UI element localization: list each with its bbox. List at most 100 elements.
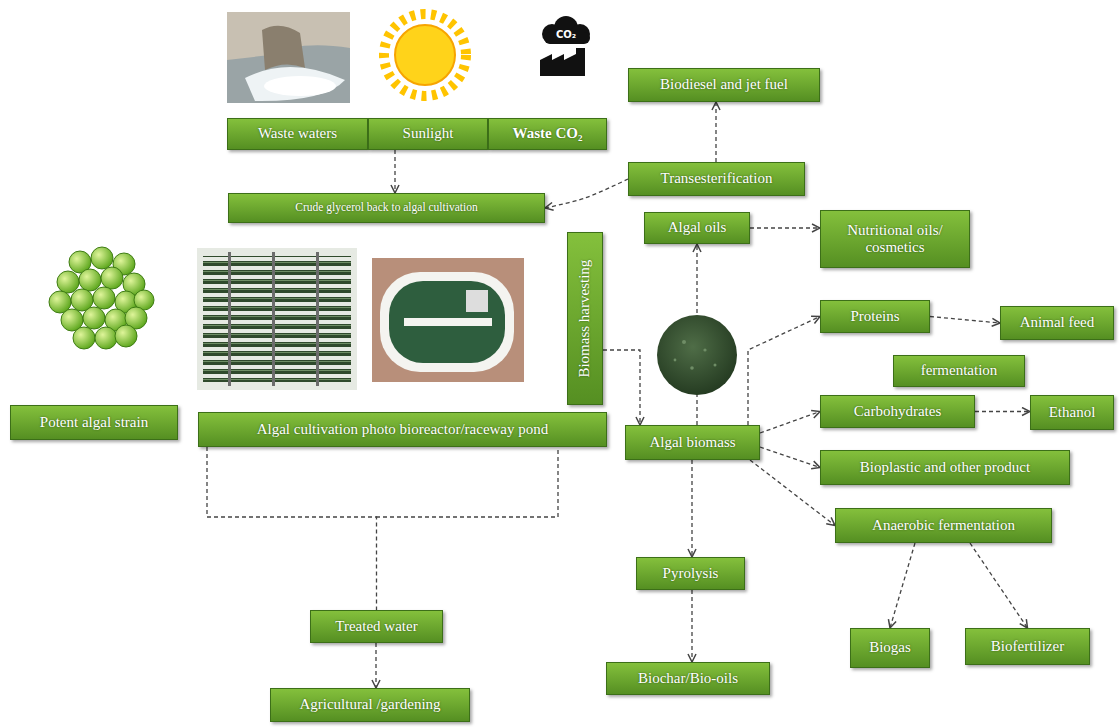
process-box: Biodiesel and jet fuel bbox=[628, 68, 820, 102]
process-box: Algal oils bbox=[644, 212, 750, 244]
algal-cell bbox=[95, 327, 117, 349]
process-box: Nutritional oils/ cosmetics bbox=[820, 210, 970, 268]
box-label: fermentation bbox=[921, 362, 998, 379]
biomass-powder bbox=[657, 315, 737, 395]
process-box: Crude glycerol back to algal cultivation bbox=[228, 193, 545, 223]
algal-cell bbox=[115, 291, 137, 313]
pond-rim bbox=[380, 272, 514, 372]
process-box: Anaerobic fermentation bbox=[835, 508, 1052, 543]
algal-cell bbox=[49, 291, 71, 313]
box-label: Ethanol bbox=[1049, 404, 1096, 421]
algal-cell bbox=[105, 309, 127, 331]
factory-building bbox=[540, 48, 585, 76]
box-label: Algal cultivation photo bioreactor/racew… bbox=[257, 421, 549, 438]
process-box: Algal cultivation photo bioreactor/racew… bbox=[198, 412, 607, 447]
box-label: Biomass harvesting bbox=[576, 260, 593, 378]
box-label: Pyrolysis bbox=[663, 565, 719, 582]
process-box: Pyrolysis bbox=[636, 557, 745, 590]
foam bbox=[264, 76, 336, 96]
box-label: Waste waters bbox=[258, 125, 337, 142]
algal-cell bbox=[71, 289, 93, 311]
reactor-frame bbox=[272, 252, 275, 386]
box-label: Biochar/Bio-oils bbox=[638, 670, 738, 687]
algal-cell bbox=[73, 327, 95, 349]
photo-ground bbox=[197, 248, 357, 390]
powder-grain bbox=[682, 340, 686, 344]
flow-arrow bbox=[696, 244, 697, 425]
process-box: Sunlight bbox=[368, 118, 488, 150]
flow-arrow bbox=[970, 543, 1028, 628]
flow-arrow bbox=[691, 460, 692, 557]
box-label: Algal oils bbox=[668, 219, 727, 236]
process-box: Waste waters bbox=[227, 118, 368, 150]
algal-cell bbox=[113, 253, 135, 275]
algal-cell bbox=[123, 273, 145, 295]
box-label: Algal biomass bbox=[649, 434, 735, 451]
box-label: Anaerobic fermentation bbox=[872, 517, 1015, 534]
process-box: Biochar/Bio-oils bbox=[606, 662, 770, 695]
factory-icon bbox=[540, 16, 590, 76]
box-label: Sunlight bbox=[403, 125, 454, 142]
algal-cell bbox=[61, 309, 83, 331]
powder-grain bbox=[714, 364, 717, 367]
process-box: Waste CO₂ bbox=[488, 118, 607, 150]
flow-arrow bbox=[748, 317, 820, 426]
process-box: Proteins bbox=[820, 300, 930, 333]
flow-arrow bbox=[394, 150, 395, 193]
algal-cell bbox=[69, 251, 91, 273]
process-box: Transesterification bbox=[628, 162, 805, 196]
raceway-pond-photo bbox=[372, 258, 524, 382]
algal-cells bbox=[49, 247, 154, 349]
process-box: Potent algal strain bbox=[10, 405, 178, 440]
box-label: Agricultural /gardening bbox=[299, 696, 440, 713]
box-label: Waste CO₂ bbox=[513, 125, 583, 142]
algal-cell bbox=[79, 269, 101, 291]
flow-arrow bbox=[207, 447, 377, 610]
reactor-frame bbox=[316, 252, 319, 386]
process-box: Agricultural /gardening bbox=[270, 688, 470, 722]
flow-arrow bbox=[760, 447, 820, 468]
process-box: Ethanol bbox=[1030, 395, 1114, 430]
photo-ground bbox=[372, 258, 524, 382]
algal-cell bbox=[115, 325, 137, 347]
powder-grain bbox=[703, 348, 706, 351]
sun-disc bbox=[395, 25, 455, 85]
process-box: Animal feed bbox=[1000, 306, 1114, 340]
box-label: Proteins bbox=[850, 308, 899, 325]
box-label: Potent algal strain bbox=[40, 414, 148, 431]
bracket-arm bbox=[376, 447, 558, 517]
waste-water-photo bbox=[227, 12, 350, 103]
pond-water bbox=[389, 281, 505, 363]
vertical-process-box: Biomass harvesting bbox=[567, 232, 603, 405]
icon-text: CO₂ bbox=[546, 29, 586, 41]
box-label: Crude glycerol back to algal cultivation bbox=[295, 201, 477, 214]
algal-cell bbox=[83, 307, 105, 329]
powder-grain bbox=[690, 366, 694, 370]
sun-rays bbox=[384, 14, 466, 96]
box-label: Animal feed bbox=[1020, 314, 1095, 331]
flow-arrow bbox=[545, 179, 628, 208]
box-label: Carbohydrates bbox=[854, 403, 941, 420]
photobioreactor-photo bbox=[197, 248, 357, 390]
process-box: Biofertilizer bbox=[965, 628, 1090, 665]
algal-cell bbox=[93, 287, 115, 309]
box-label: Transesterification bbox=[661, 170, 773, 187]
flow-arrow bbox=[750, 227, 820, 228]
algal-cell bbox=[125, 307, 147, 329]
box-label: Nutritional oils/ cosmetics bbox=[828, 222, 962, 257]
process-box: Bioplastic and other product bbox=[820, 450, 1070, 485]
box-label: Biofertilizer bbox=[991, 638, 1064, 655]
algal-cell bbox=[134, 290, 154, 310]
paddle-wheel bbox=[466, 290, 488, 312]
algal-cell bbox=[91, 247, 113, 269]
process-box: fermentation bbox=[893, 355, 1025, 387]
flow-arrow bbox=[760, 412, 820, 434]
box-label: Biodiesel and jet fuel bbox=[660, 76, 788, 93]
process-box: Carbohydrates bbox=[820, 395, 975, 428]
process-box: Treated water bbox=[310, 610, 443, 643]
flow-arrow bbox=[890, 543, 915, 628]
pond-divider bbox=[404, 318, 492, 326]
process-box: Biogas bbox=[850, 628, 930, 668]
